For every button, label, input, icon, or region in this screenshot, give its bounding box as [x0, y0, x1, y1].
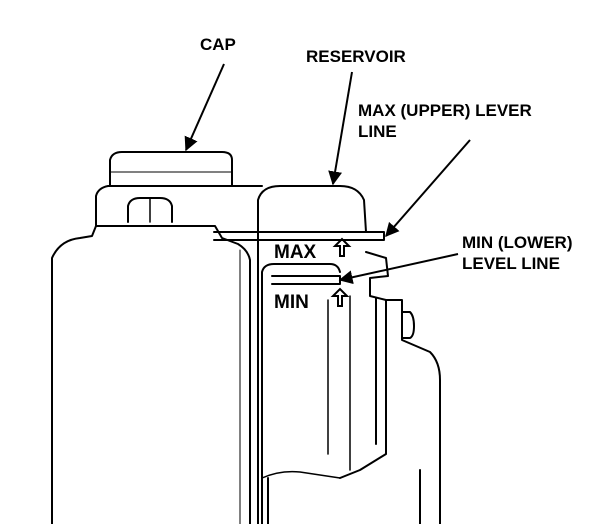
side-housing [385, 299, 441, 524]
max-level-label-line1: MAX (UPPER) LEVER [358, 101, 532, 120]
reservoir-shape [257, 185, 367, 524]
max-leader-arrow [385, 139, 471, 238]
bracket [339, 251, 389, 479]
reservoir-leader-arrow [328, 71, 353, 186]
max-arrow-icon [332, 237, 352, 257]
housing-body [51, 225, 251, 524]
cap-shape [109, 151, 233, 187]
min-arrow-icon [330, 287, 350, 307]
min-level-label-line2: LEVEL LINE [462, 254, 560, 273]
cap-leader-arrow [184, 63, 225, 152]
min-leader-arrow [338, 253, 459, 285]
min-level-label-line1: MIN (LOWER) [462, 233, 573, 252]
reservoir-panel [261, 263, 341, 524]
max-band [213, 231, 385, 241]
max-marking: MAX [274, 242, 317, 263]
cap-label: CAP [200, 34, 236, 55]
cap-label-text: CAP [200, 35, 236, 54]
housing-shoulder [95, 185, 263, 227]
max-level-label-line2: LINE [358, 122, 397, 141]
side-bolt [401, 311, 415, 339]
reservoir-label-text: RESERVOIR [306, 47, 406, 66]
max-level-label: MAX (UPPER) LEVER LINE [358, 100, 532, 142]
min-band [271, 275, 341, 285]
min-level-label: MIN (LOWER) LEVEL LINE [462, 232, 572, 274]
reservoir-label: RESERVOIR [306, 46, 406, 67]
min-marking: MIN [274, 292, 309, 313]
